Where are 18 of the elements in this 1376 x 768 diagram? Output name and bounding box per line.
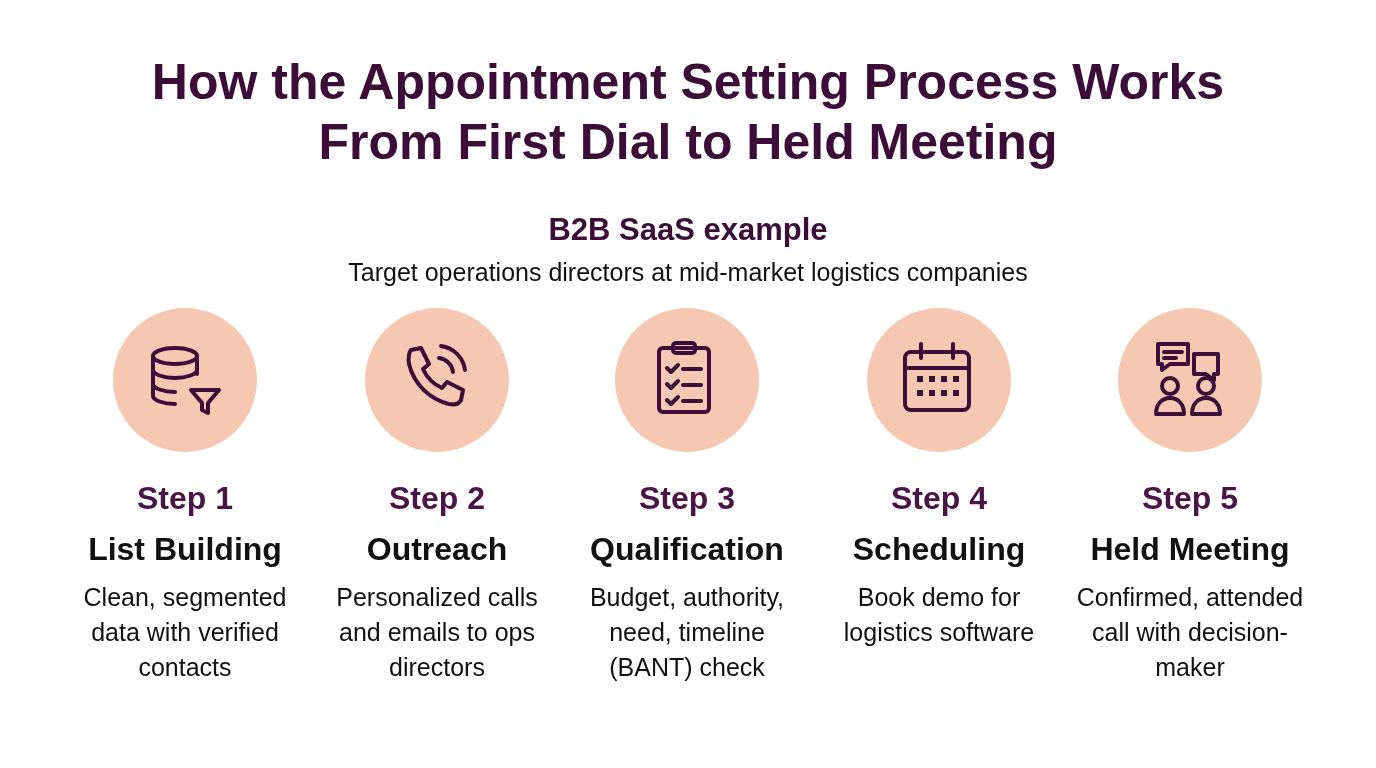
step-number: Step 2 bbox=[388, 480, 486, 517]
subtitle: B2B SaaS example bbox=[547, 212, 829, 248]
step-title: Held Meeting bbox=[1089, 531, 1291, 568]
step-number: Step 3 bbox=[638, 480, 736, 517]
subtitle-description: Target operations directors at mid-market logistics companies bbox=[347, 258, 1029, 287]
step-title: Outreach bbox=[365, 531, 509, 568]
step-title: Scheduling bbox=[851, 531, 1027, 568]
step-description: Budget, authority, need, timeline (BANT) check bbox=[588, 582, 786, 683]
step-number: Step 1 bbox=[136, 480, 234, 517]
step-description: Personalized calls and emails to ops directors bbox=[335, 582, 539, 683]
step-description: Book demo for logistics software bbox=[842, 582, 1036, 648]
step-description: Clean, segmented data with verified contacts bbox=[82, 582, 288, 683]
step-title: List Building bbox=[87, 531, 283, 568]
title: How the Appointment Setting Process Works From First Dial to Held Meeting bbox=[150, 53, 1226, 172]
step-description: Confirmed, attended call with decision-maker bbox=[1075, 582, 1305, 683]
step-number: Step 4 bbox=[890, 480, 988, 517]
step-title: Qualification bbox=[589, 531, 785, 568]
step-number: Step 5 bbox=[1141, 480, 1239, 517]
